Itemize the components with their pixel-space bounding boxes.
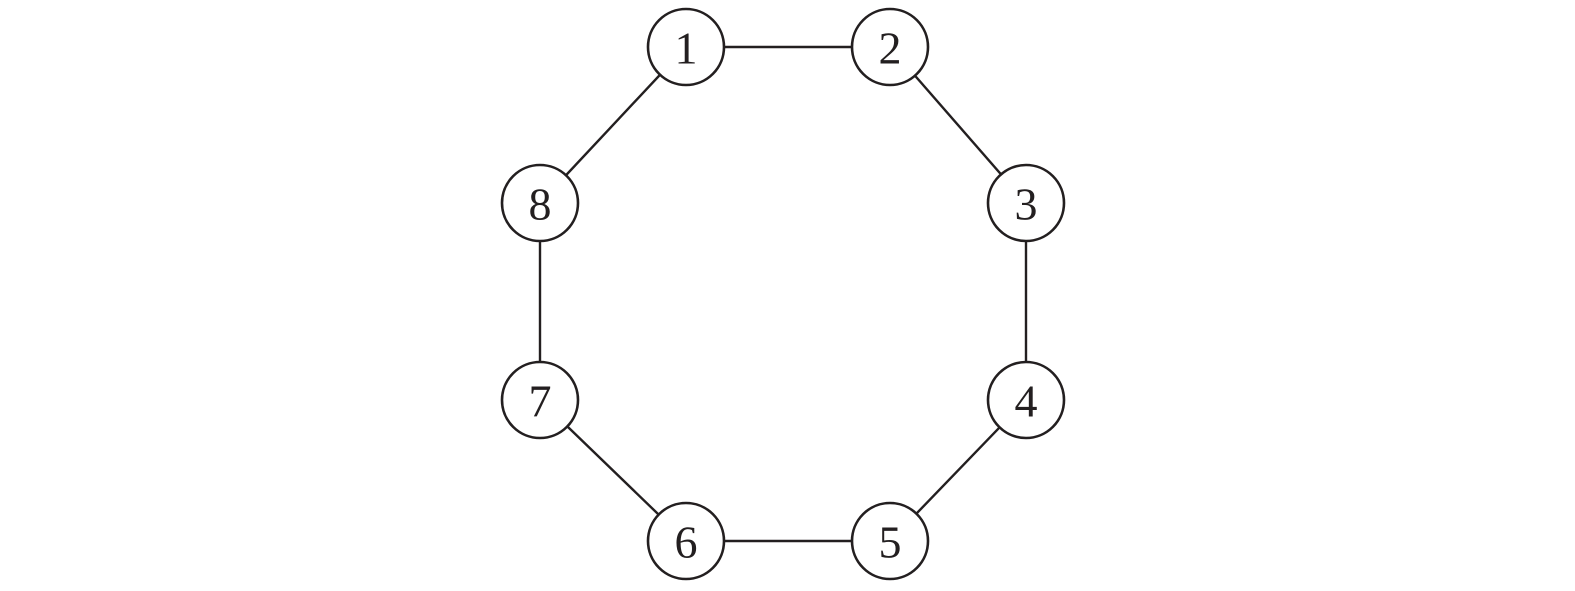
node-label: 5 [879, 517, 902, 568]
node-circle [500, 360, 580, 440]
node-4: 4 [986, 360, 1066, 440]
node-3: 3 [986, 163, 1066, 243]
node-1: 1 [646, 7, 726, 87]
node-5: 5 [850, 501, 930, 581]
graph-nodes: 1 2 3 4 5 6 7 8 [500, 7, 1066, 581]
node-circle [500, 163, 580, 243]
node-circle [986, 163, 1066, 243]
node-label: 1 [675, 23, 698, 74]
node-6: 6 [646, 501, 726, 581]
node-circle [646, 501, 726, 581]
node-circle [646, 7, 726, 87]
node-circle [986, 360, 1066, 440]
node-label: 6 [675, 517, 698, 568]
node-label: 3 [1015, 179, 1038, 230]
node-7: 7 [500, 360, 580, 440]
node-label: 2 [879, 23, 902, 74]
node-label: 4 [1015, 376, 1038, 427]
graph-edges [538, 45, 1028, 543]
node-label: 8 [529, 179, 552, 230]
node-circle [850, 501, 930, 581]
node-2: 2 [850, 7, 930, 87]
node-8: 8 [500, 163, 580, 243]
node-circle [850, 7, 930, 87]
node-label: 7 [529, 376, 552, 427]
